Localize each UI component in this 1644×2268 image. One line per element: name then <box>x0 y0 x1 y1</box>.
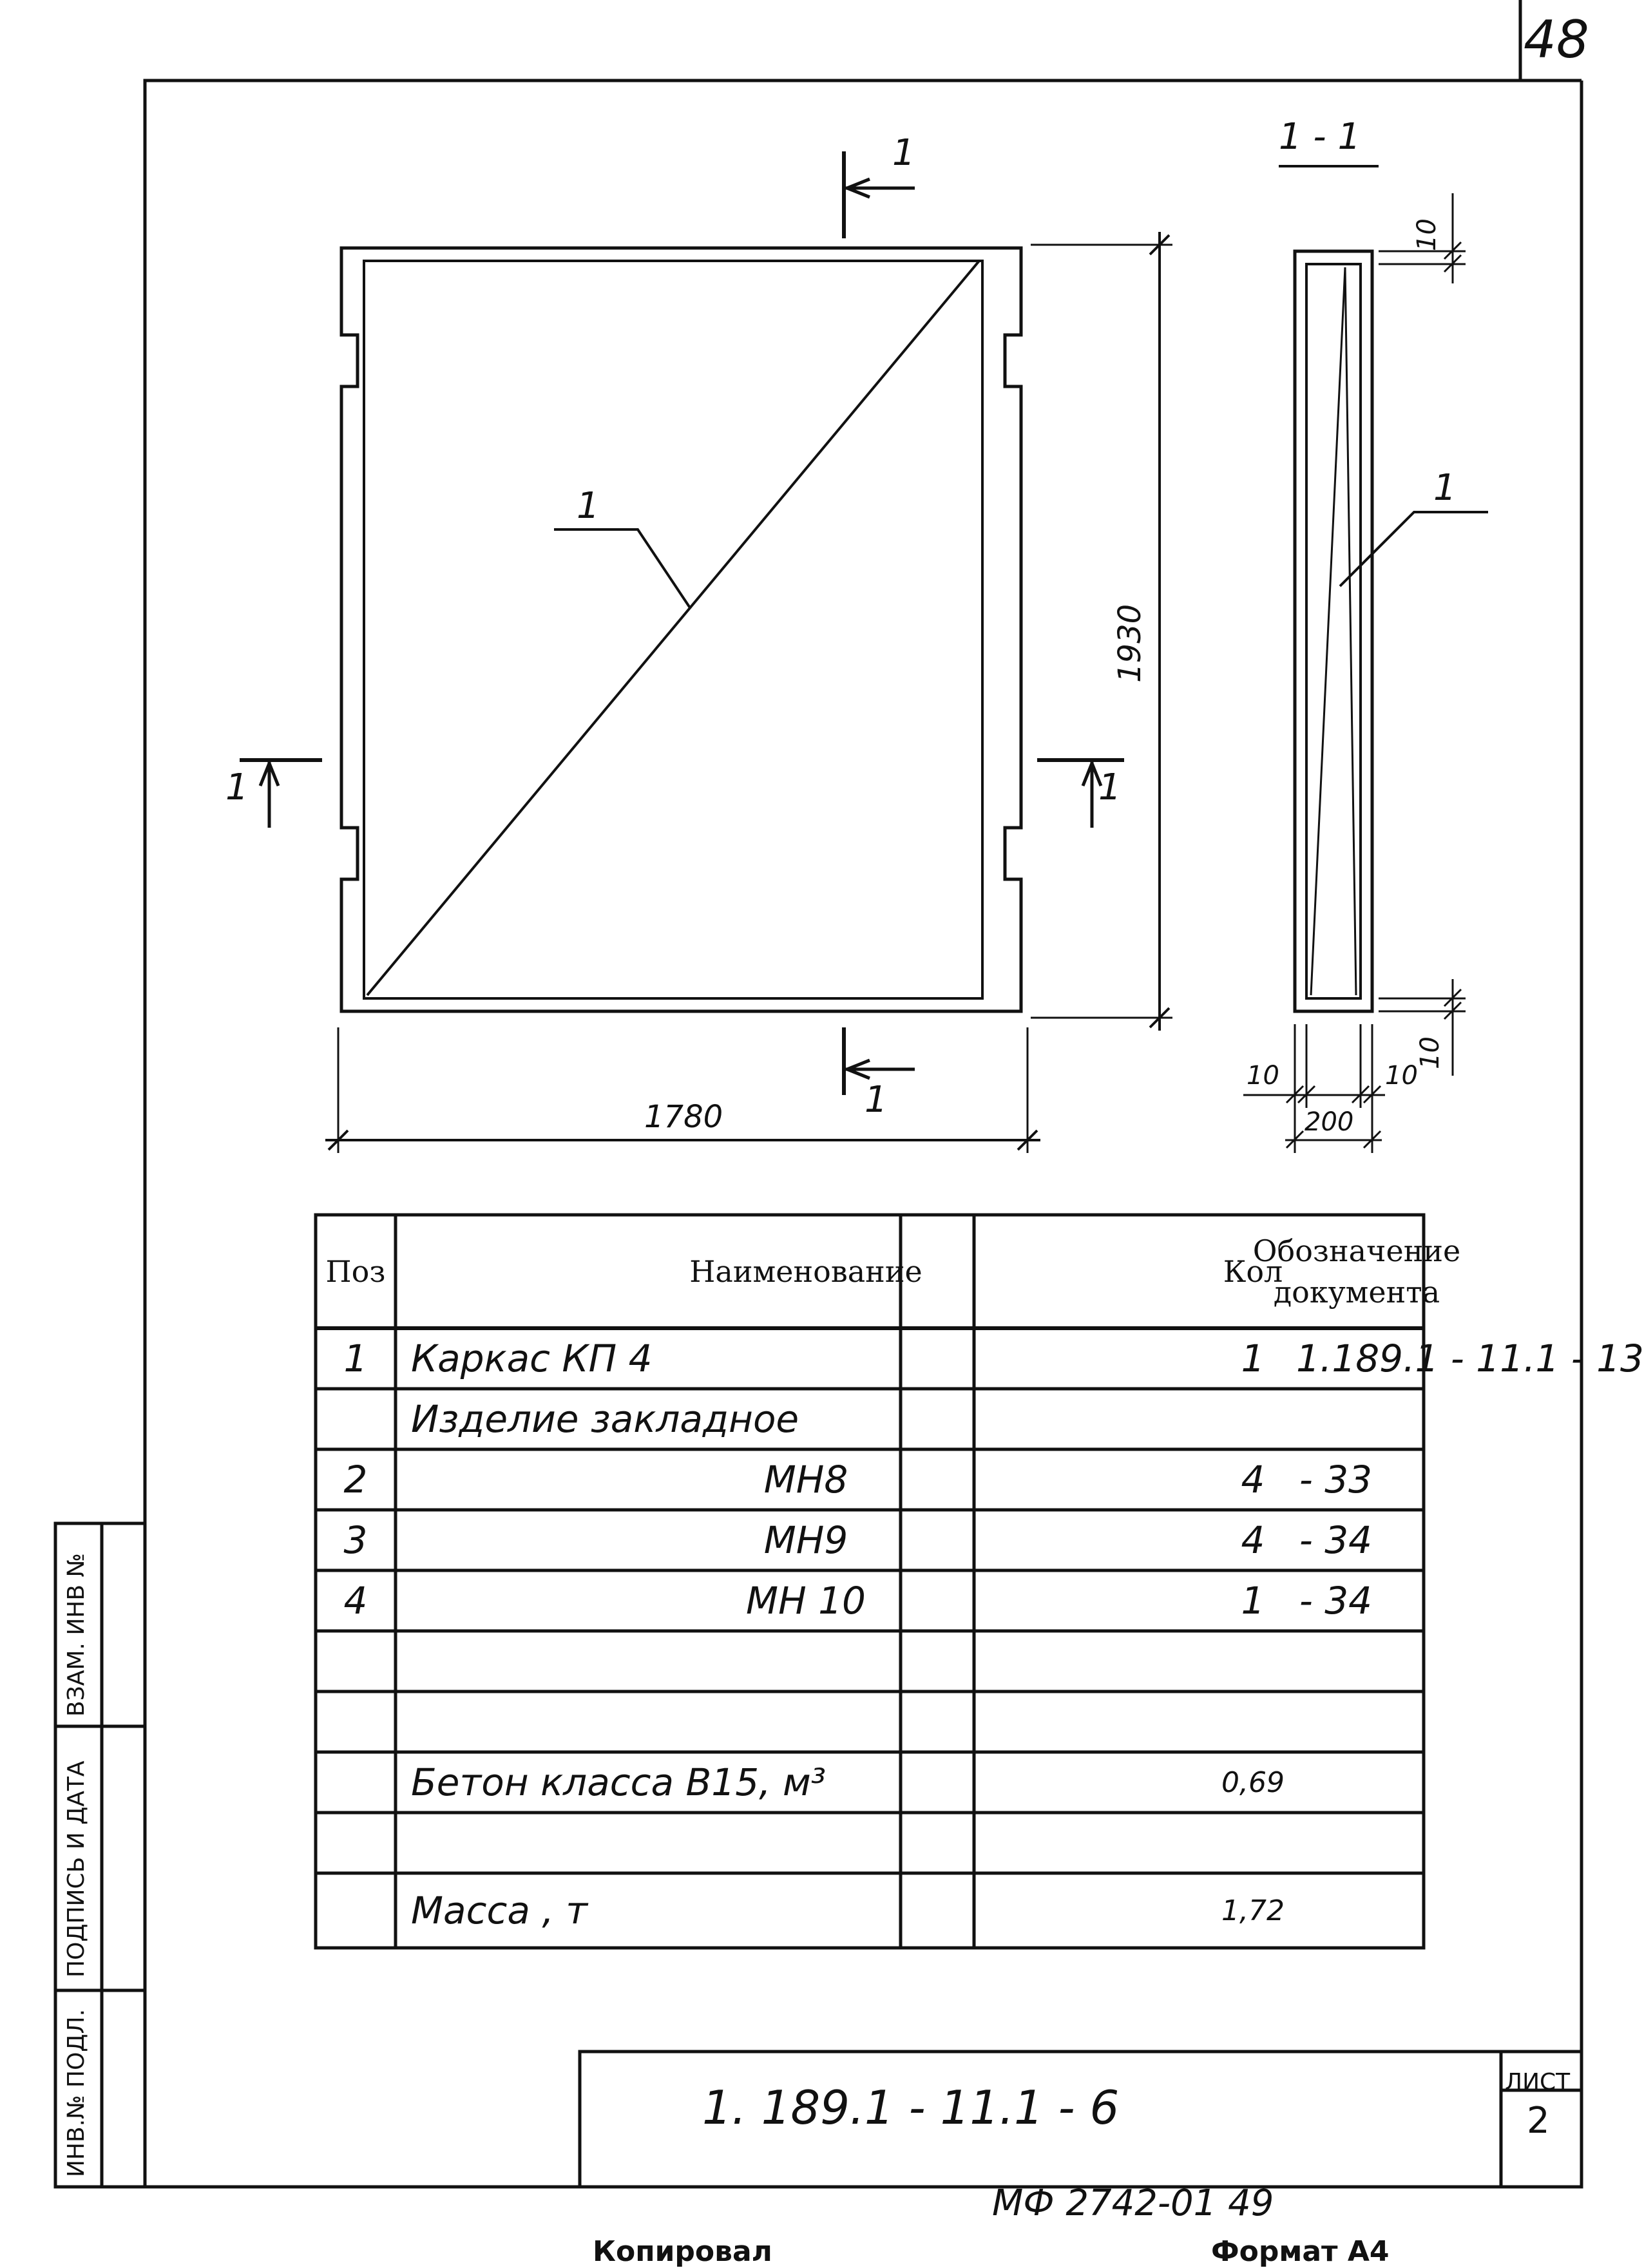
cut-mark-top-label: 1 <box>892 132 915 174</box>
title-block-frame <box>578 2050 1583 2189</box>
row-qty: 0,69 <box>1221 1766 1285 1799</box>
sheet-value: 2 <box>1527 2100 1550 2142</box>
stamp-inv-orig: ИНВ.№ ПОДЛ. <box>63 2008 90 2177</box>
row-name: МН8 <box>763 1458 848 1501</box>
panel-outline <box>339 246 1023 1013</box>
table-row: Изделие закладное <box>316 1389 1424 1449</box>
row-qty: 4 <box>1241 1518 1265 1562</box>
row-qty: 1,72 <box>1221 1894 1285 1927</box>
sheet-number: 48 <box>1524 10 1589 70</box>
row-name <box>396 1691 1216 1752</box>
row-name: Изделие закладное <box>411 1397 799 1441</box>
header-doc: Обозначение документа <box>1252 1233 1461 1310</box>
row-qty: 1 <box>1241 1337 1265 1380</box>
table-row: 2 МН8 4 - 33 <box>316 1449 1424 1510</box>
row-name: Каркас КП 4 <box>411 1337 653 1380</box>
leader-section <box>1339 511 1488 587</box>
leader-main-label: 1 <box>577 485 600 527</box>
cut-mark-left <box>240 758 322 828</box>
leader-main <box>554 528 692 610</box>
section-outline <box>1293 249 1374 1013</box>
row-doc <box>1290 1813 1424 1873</box>
row-pos: 4 <box>343 1579 368 1623</box>
spec-header-row: Поз Наименование Кол Обозначение докумен… <box>316 1215 1461 1328</box>
row-pos <box>316 1389 396 1449</box>
row-pos <box>316 1873 396 1948</box>
spec-table: Поз Наименование Кол Обозначение докумен… <box>316 1215 1644 1948</box>
row-pos <box>316 1631 396 1691</box>
document-code: 1. 189.1 - 11.1 - 6 <box>702 2081 1120 2135</box>
dim-height: 1930 <box>1112 604 1148 683</box>
row-pos <box>316 1752 396 1813</box>
cut-mark-top <box>842 151 915 238</box>
row-doc: - 34 <box>1299 1579 1372 1623</box>
cut-mark-right <box>1037 758 1124 828</box>
table-row: 3 МН9 4 - 34 <box>316 1510 1424 1570</box>
table-row: Масса , т 1,72 <box>316 1873 1424 1948</box>
table-row <box>316 1691 1424 1752</box>
section-diagonal-1 <box>1310 267 1346 996</box>
row-doc <box>1290 1873 1424 1948</box>
section-title: 1 - 1 <box>1279 116 1361 158</box>
table-row: 4 МН 10 1 - 34 <box>316 1570 1424 1631</box>
stamp-signature: ПОДПИСЬ И ДАТА <box>63 1760 90 1977</box>
cut-mark-bottom <box>842 1027 915 1095</box>
row-qty <box>1216 1631 1290 1691</box>
dim-width: 1780 <box>644 1099 723 1135</box>
row-name <box>396 1813 1216 1873</box>
dim-section-right: 10 <box>1385 1061 1418 1091</box>
row-qty <box>1216 1691 1290 1752</box>
stamp-inv-repl: ВЗАМ. ИНВ № <box>63 1553 90 1717</box>
row-qty: 1 <box>1241 1579 1265 1623</box>
footer-code: МФ 2742-01 49 <box>992 2182 1274 2224</box>
spec-table-grid <box>314 1213 1426 1950</box>
row-name <box>396 1631 1216 1691</box>
dim-section-bottom: 10 <box>1415 1036 1445 1069</box>
section-inner <box>1305 263 1362 1000</box>
row-qty <box>1216 1813 1290 1873</box>
row-name: Бетон класса В15, м³ <box>411 1760 826 1804</box>
row-pos <box>316 1813 396 1873</box>
panel-inner <box>363 260 984 1000</box>
row-doc: - 33 <box>1299 1458 1372 1501</box>
row-pos: 3 <box>343 1518 368 1562</box>
row-name: Масса , т <box>411 1889 588 1932</box>
sheet-label: ЛИСТ <box>1505 2069 1571 2095</box>
dim-section-left: 10 <box>1247 1061 1279 1091</box>
row-doc <box>1290 1752 1424 1813</box>
row-pos <box>316 1691 396 1752</box>
sheet-frame <box>143 0 1583 2189</box>
header-pos: Поз <box>325 1253 386 1289</box>
drawing-canvas <box>53 0 1583 2189</box>
row-doc: 1.189.1 - 11.1 - 13 <box>1296 1337 1644 1380</box>
header-qty: Кол <box>1223 1253 1283 1289</box>
cut-mark-right-label: 1 <box>1098 767 1122 808</box>
table-row <box>316 1813 1424 1873</box>
row-name: МН9 <box>763 1518 848 1562</box>
row-qty: 4 <box>1241 1458 1265 1501</box>
header-name: Наименование <box>689 1253 922 1289</box>
cut-mark-left-label: 1 <box>225 767 249 808</box>
table-row: 1 Каркас КП 4 1 1.189.1 - 11.1 - 13 <box>316 1328 1644 1389</box>
section-diagonal-2 <box>1344 267 1357 996</box>
row-doc <box>1290 1389 1424 1449</box>
table-row: Бетон класса В15, м³ 0,69 <box>316 1752 1424 1813</box>
row-doc <box>1290 1631 1424 1691</box>
row-qty <box>1216 1389 1290 1449</box>
panel-diagonal <box>366 260 980 996</box>
row-doc <box>1290 1691 1424 1752</box>
row-pos: 1 <box>343 1337 368 1380</box>
row-name: МН 10 <box>746 1579 866 1623</box>
cut-mark-bottom-label: 1 <box>865 1079 888 1121</box>
footer-copied: Копировал <box>593 2235 772 2268</box>
table-row <box>316 1631 1424 1691</box>
dim-section-width: 200 <box>1305 1107 1354 1137</box>
leader-section-label: 1 <box>1433 467 1457 509</box>
row-pos: 2 <box>343 1458 368 1501</box>
footer-format: Формат А4 <box>1211 2235 1390 2268</box>
row-doc: - 34 <box>1299 1518 1372 1562</box>
dim-section-top: 10 <box>1412 218 1442 251</box>
